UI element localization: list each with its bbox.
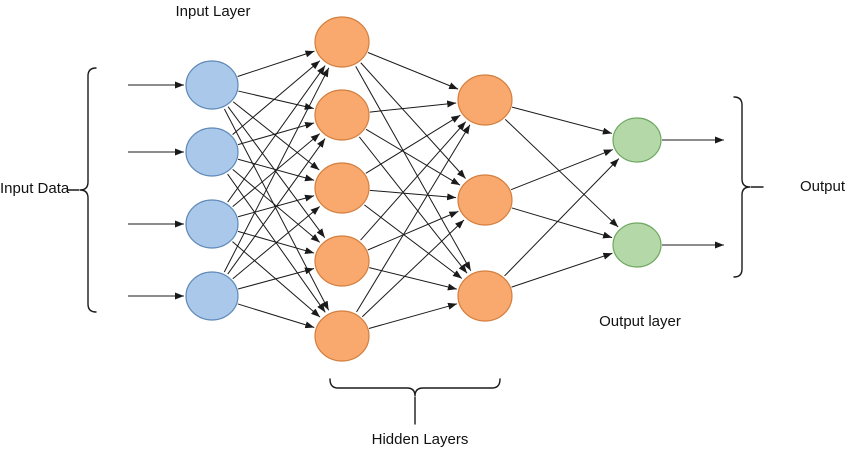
connection-edge — [227, 65, 326, 203]
hidden-layers-label: Hidden Layers — [371, 431, 469, 448]
connection-edge — [360, 62, 466, 179]
connection-edge — [504, 158, 620, 277]
connection-edge — [223, 67, 330, 273]
hidden-node-4 — [314, 235, 370, 287]
connection-edge — [360, 121, 467, 241]
output-node-2 — [612, 222, 662, 268]
hidden-node-5 — [314, 310, 370, 362]
connection-edge — [361, 219, 465, 318]
input-layer-label: Input Layer — [175, 3, 251, 20]
connection-edge — [365, 114, 461, 174]
connection-edge — [369, 100, 457, 113]
output-layer-label: Output layer — [599, 313, 681, 330]
connection-edge — [355, 66, 472, 271]
connection-edge — [237, 303, 315, 329]
connection-edge — [232, 60, 321, 135]
connection-edge — [232, 241, 321, 318]
input-data-brace — [79, 67, 97, 313]
connection-edge — [369, 189, 457, 201]
connection-edge — [367, 52, 459, 90]
connection-edge — [365, 128, 461, 186]
connection-edge — [227, 173, 326, 313]
connection-edge — [232, 101, 320, 171]
output-node-1 — [612, 117, 662, 163]
connection-edge — [358, 136, 468, 274]
connection-edge — [368, 302, 458, 329]
hidden-node-1 — [457, 74, 513, 126]
connection-edge — [237, 267, 315, 290]
input-node-3 — [185, 199, 239, 249]
connection-edge — [356, 124, 471, 313]
output-label: Output — [800, 178, 846, 195]
hidden-layers-brace — [329, 378, 501, 397]
connection-edge — [238, 90, 314, 110]
hidden-node-2 — [314, 89, 370, 141]
connection-edge — [223, 108, 330, 311]
edges-group — [128, 50, 724, 329]
connection-edge — [511, 207, 613, 239]
input-node-4 — [185, 271, 239, 321]
nodes-group — [185, 16, 662, 362]
braces-group — [67, 67, 764, 425]
input-node-2 — [185, 127, 239, 177]
hidden-node-3 — [457, 270, 513, 322]
connection-edge — [369, 267, 457, 291]
connection-edge — [511, 252, 613, 288]
connection-edge — [367, 210, 459, 251]
connection-edge — [237, 50, 315, 77]
connection-edge — [227, 138, 326, 275]
connection-edge — [232, 206, 321, 280]
hidden-node-2 — [457, 174, 513, 226]
hidden-node-3 — [314, 162, 370, 214]
hidden-node-1 — [314, 16, 370, 68]
output-brace — [733, 96, 751, 278]
connection-edge — [511, 106, 612, 135]
connection-edge — [510, 149, 613, 191]
input-node-1 — [185, 60, 239, 110]
connection-edge — [504, 118, 619, 228]
input-data-label: Input Data — [0, 180, 70, 197]
